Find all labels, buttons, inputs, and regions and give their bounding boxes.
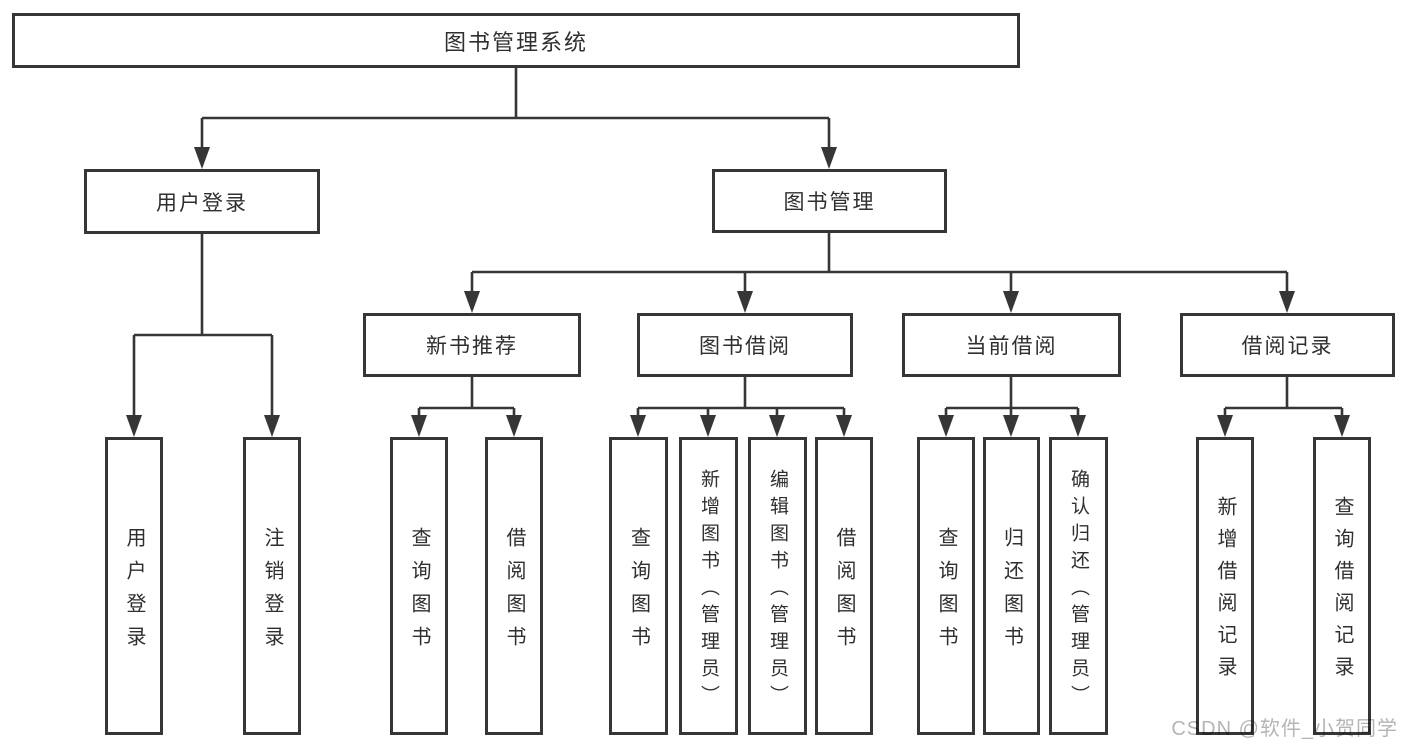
leaf-borrow-books-label: 借阅图书 (833, 526, 855, 659)
leaf-query-borrow-record: 查询借阅记录 (1313, 437, 1371, 735)
leaf-borrow-books-recommend-label: 借阅图书 (503, 526, 525, 659)
leaf-add-borrow-record: 新增借阅记录 (1196, 437, 1254, 735)
node-new-book-recommend: 新书推荐 (363, 313, 581, 377)
leaf-query-books-borrow-label: 查询图书 (627, 526, 650, 659)
leaf-return-books: 归还图书 (983, 437, 1040, 735)
leaf-query-books-current: 查询图书 (917, 437, 975, 735)
leaf-edit-books-admin-label: 编辑图书（管理员） (767, 468, 788, 712)
leaf-edit-books-admin: 编辑图书（管理员） (748, 437, 807, 735)
leaf-add-books-admin-label: 新增图书（管理员） (698, 468, 719, 712)
node-book-management: 图书管理 (712, 169, 947, 233)
node-library-system: 图书管理系统 (12, 13, 1020, 68)
leaf-borrow-books: 借阅图书 (815, 437, 873, 735)
node-book-borrowing: 图书借阅 (637, 313, 853, 377)
leaf-return-books-label: 归还图书 (1000, 526, 1023, 659)
node-user-login: 用户登录 (84, 169, 320, 234)
leaf-user-login-label: 用户登录 (123, 526, 145, 659)
leaf-query-books-recommend: 查询图书 (390, 437, 448, 735)
leaf-add-borrow-record-label: 新增借阅记录 (1214, 496, 1236, 688)
leaf-user-login: 用户登录 (105, 437, 163, 735)
leaf-query-books-recommend-label: 查询图书 (408, 526, 430, 659)
leaf-query-books-current-label: 查询图书 (935, 526, 957, 659)
leaf-confirm-return-admin: 确认归还（管理员） (1049, 437, 1108, 735)
watermark: CSDN @软件_小贺同学 (1171, 718, 1398, 740)
node-borrowing-records: 借阅记录 (1180, 313, 1395, 377)
leaf-borrow-books-recommend: 借阅图书 (485, 437, 543, 735)
leaf-logout-label: 注销登录 (261, 526, 283, 659)
leaf-logout: 注销登录 (243, 437, 301, 735)
node-current-borrowing: 当前借阅 (902, 313, 1121, 377)
leaf-add-books-admin: 新增图书（管理员） (679, 437, 738, 735)
leaf-query-borrow-record-label: 查询借阅记录 (1331, 496, 1353, 688)
leaf-query-books-borrow: 查询图书 (609, 437, 668, 735)
leaf-confirm-return-admin-label: 确认归还（管理员） (1068, 468, 1089, 712)
